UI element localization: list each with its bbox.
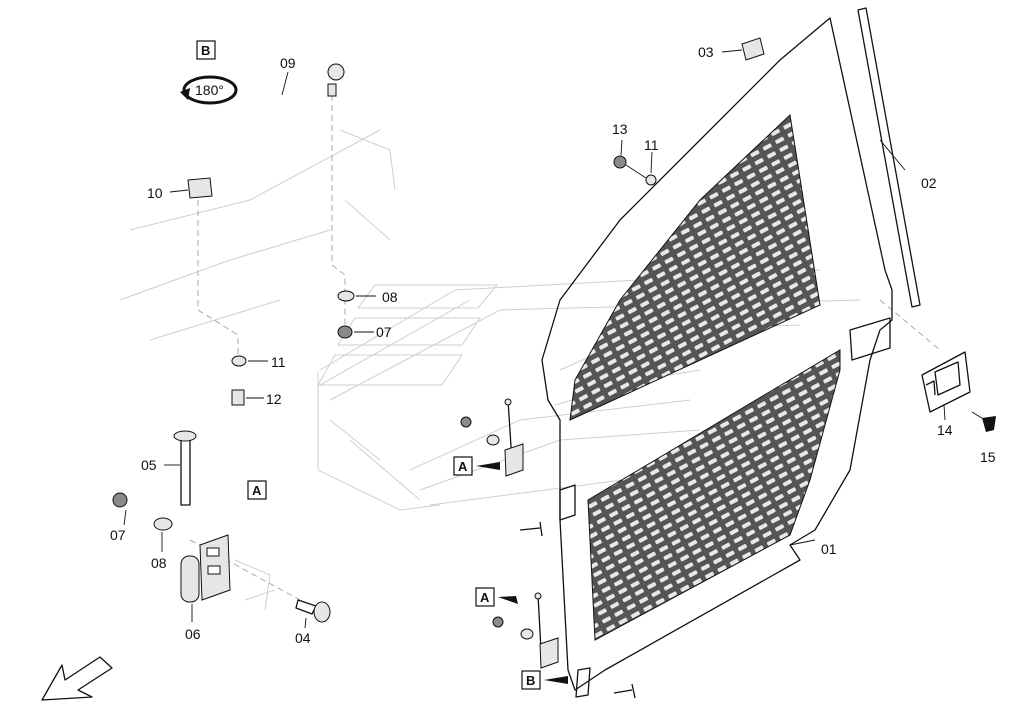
washer-small: [231, 355, 268, 367]
callout-02: 02: [921, 175, 937, 191]
callout-09: 09: [280, 55, 296, 71]
callout-14: 14: [937, 422, 953, 438]
bushing-upper: [337, 325, 374, 339]
svg-text:B: B: [201, 43, 210, 58]
bolt-lower: [295, 599, 331, 623]
door-hinge-hardware: [460, 398, 636, 699]
assembly-lines: [189, 95, 941, 601]
support-rod: [174, 63, 345, 172]
rotation-label: 180°: [195, 82, 224, 98]
callout-13: 13: [612, 121, 628, 137]
svg-text:A: A: [458, 459, 468, 474]
callout-08-upper: 08: [382, 289, 398, 305]
svg-text:A: A: [480, 590, 490, 605]
knob-part: [971, 411, 996, 432]
bumper-part: [721, 37, 765, 61]
door-panel: [541, 17, 893, 698]
callout-07-upper: 07: [376, 324, 392, 340]
callout-15: 15: [980, 449, 996, 465]
latch-bracket: [921, 351, 971, 413]
callout-03: 03: [698, 44, 714, 60]
callout-08-lower: 08: [151, 555, 167, 571]
rotate-180-icon: 180°: [180, 75, 238, 105]
svg-text:B: B: [526, 673, 535, 688]
callout-leaders: [123, 71, 946, 629]
callout-01: 01: [821, 541, 837, 557]
view-marker-a-mid: A: [247, 480, 267, 500]
callout-11-upper: 11: [644, 137, 659, 153]
view-marker-b-door-bottom: B: [521, 670, 568, 690]
callout-05: 05: [141, 457, 157, 473]
hinge-pin: [164, 430, 197, 506]
callout-11-lower: 11: [271, 354, 286, 370]
washer-upper: [337, 290, 376, 302]
nut-washer-upper: [613, 155, 657, 186]
callout-04: 04: [295, 630, 311, 646]
bushing-lower: [112, 492, 128, 508]
washer-lower: [153, 517, 173, 531]
view-marker-a-door-lower: A: [475, 587, 518, 607]
bolt-small: [231, 389, 264, 406]
view-marker-a-door-upper: A: [453, 456, 500, 476]
callout-10: 10: [147, 185, 163, 201]
rod-clip: [169, 177, 213, 199]
hinge-part: [180, 534, 231, 603]
callout-12: 12: [266, 391, 282, 407]
svg-text:A: A: [252, 483, 262, 498]
callout-07-lower: 07: [110, 527, 126, 543]
callout-06: 06: [185, 626, 201, 642]
view-marker-b-top: B: [196, 40, 216, 60]
direction-arrow-icon: [41, 656, 113, 701]
seal-strip: [857, 7, 921, 308]
